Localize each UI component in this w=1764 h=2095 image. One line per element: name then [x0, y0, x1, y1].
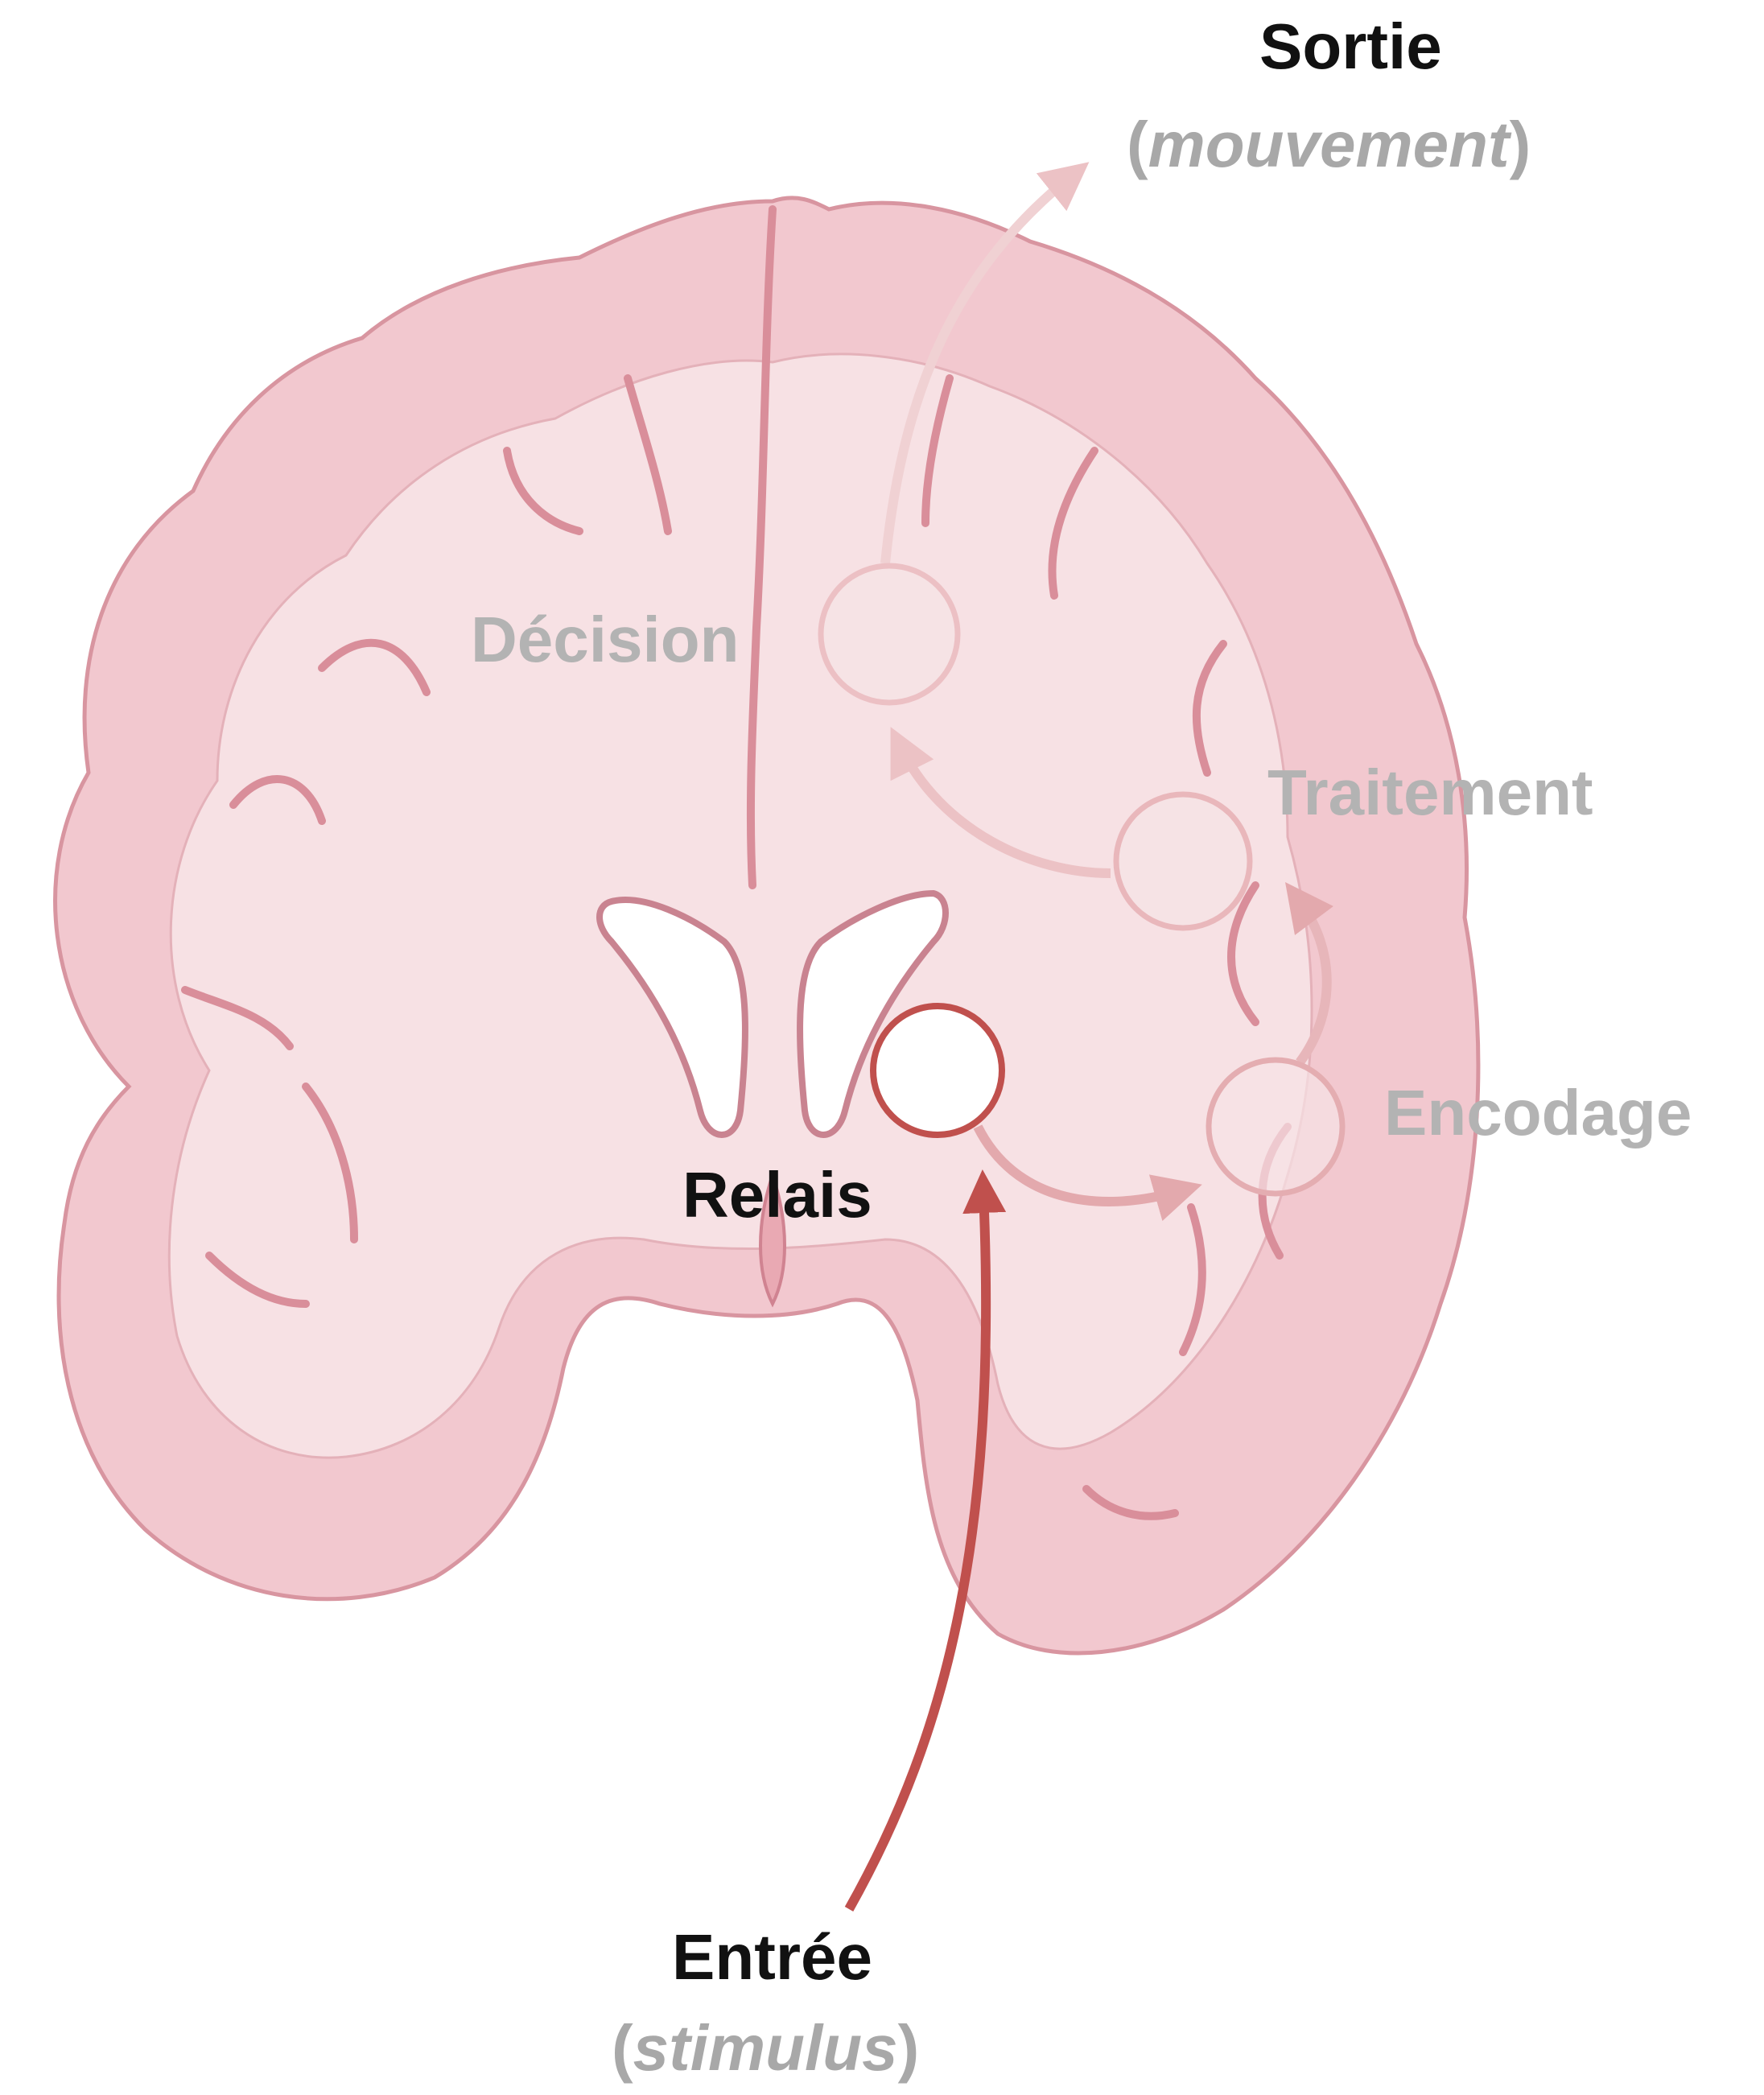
decision-label: Décision — [471, 608, 739, 672]
output-subtitle-text: mouvement — [1148, 109, 1510, 180]
brain-section — [56, 198, 1478, 1653]
input-title: Entrée — [672, 1925, 872, 1990]
input-subtitle: (stimulus) — [612, 2016, 919, 2081]
relay-label: Relais — [682, 1163, 872, 1227]
processing-label: Traitement — [1267, 761, 1593, 825]
node-decision — [821, 566, 958, 703]
node-processing — [1116, 794, 1250, 928]
encoding-label: Encodage — [1384, 1081, 1692, 1145]
node-encoding — [1209, 1060, 1342, 1194]
output-title: Sortie — [1259, 14, 1442, 79]
node-relay — [873, 1006, 1002, 1135]
input-subtitle-text: stimulus — [633, 2012, 898, 2084]
output-subtitle: (mouvement) — [1127, 113, 1531, 177]
